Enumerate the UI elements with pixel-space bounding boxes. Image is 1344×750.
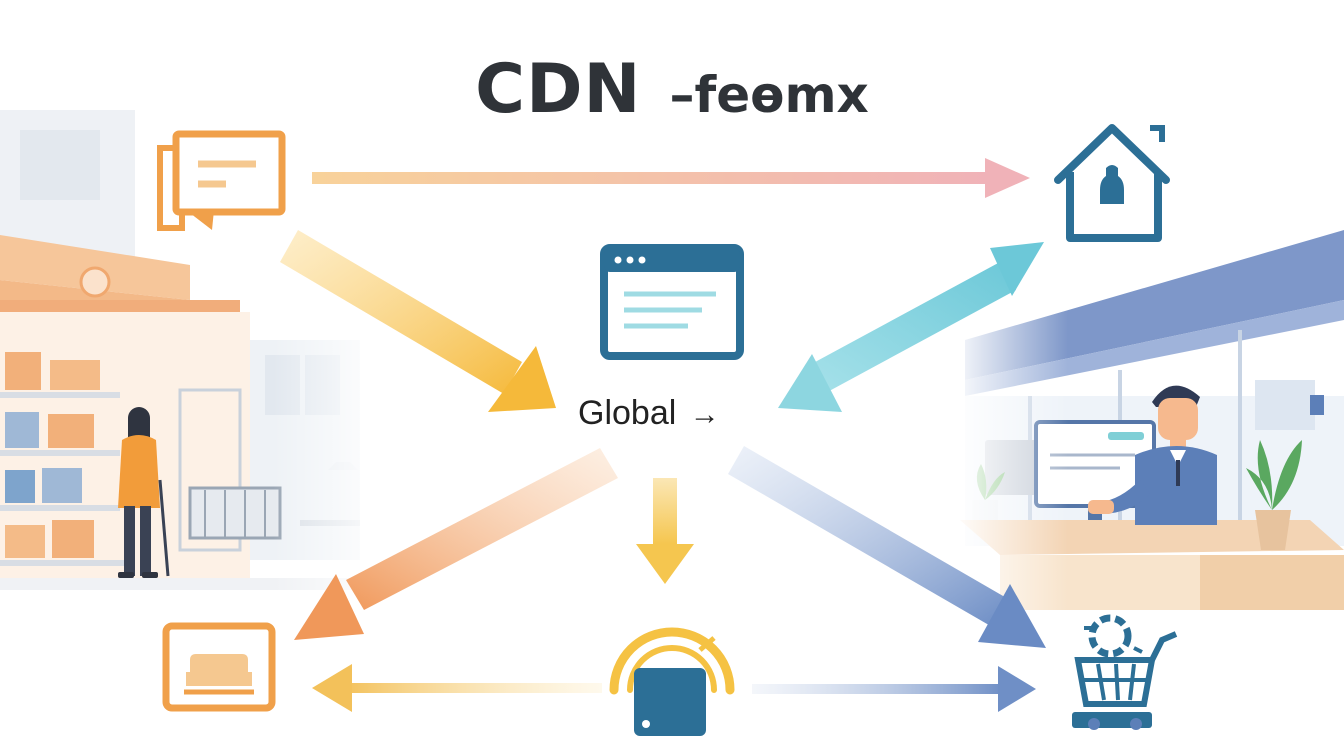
arrow-hub-down	[636, 478, 694, 584]
arrow-topleft-to-hub	[280, 230, 556, 412]
office-desk-scene	[950, 220, 1344, 620]
arrow-bottom-leftward	[312, 664, 602, 712]
browser-window-icon	[600, 244, 744, 360]
shopping-cart-icon	[1072, 614, 1178, 730]
gauge-device-icon	[609, 627, 735, 736]
hub-label: Global →	[578, 394, 720, 433]
arrow-bottom-rightward	[752, 666, 1036, 712]
hub-label-text: Global	[578, 394, 677, 432]
title-main: CDN	[475, 50, 642, 129]
warehouse-shelves-scene	[0, 100, 390, 600]
arrow-topright-to-hub	[778, 242, 1044, 412]
diagram-title: CDN –feөmx	[0, 50, 1344, 129]
hub-arrow-icon: →	[689, 398, 720, 431]
smart-home-icon	[1054, 124, 1170, 242]
monitor-screen-icon	[162, 622, 276, 712]
title-sub: –feөmx	[669, 66, 869, 124]
arrow-top-horizontal	[312, 158, 1030, 198]
chat-message-icon	[157, 130, 286, 231]
arrow-hub-to-bottomright	[728, 446, 1046, 648]
arrow-hub-to-bottomleft	[294, 448, 618, 640]
